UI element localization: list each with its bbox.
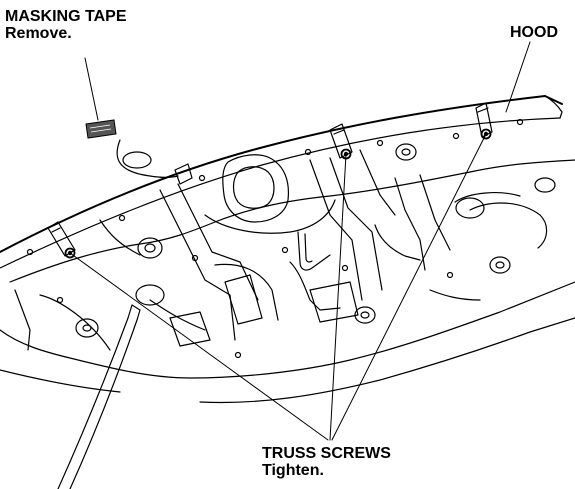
rib-11 — [454, 192, 521, 203]
pin-hole-2 — [198, 174, 206, 182]
rib-14 — [374, 224, 421, 261]
rib-8 — [39, 294, 111, 351]
hole-4 — [455, 197, 485, 219]
rib-2 — [177, 183, 259, 301]
pin-hole-10 — [341, 264, 349, 272]
rib-10 — [469, 202, 548, 249]
pocket-3 — [169, 311, 211, 347]
leader-screw-1 — [69, 252, 329, 441]
hood-edge-tip — [544, 95, 563, 119]
leader-hood — [505, 41, 531, 113]
bracket-center — [329, 123, 353, 159]
truss-screws-action: Tighten. — [262, 462, 324, 479]
masking-tape-hatch — [89, 124, 112, 133]
hole-3-inner — [401, 148, 411, 156]
hood-support-rod-tip — [127, 304, 141, 321]
rib-7 — [394, 177, 426, 271]
bracket-right — [475, 102, 493, 138]
pin-hole-4 — [376, 139, 384, 147]
rib-6 — [419, 174, 451, 251]
hole-2-inner — [144, 243, 156, 253]
rib-4 — [329, 157, 383, 291]
hole-8-inner — [360, 311, 370, 319]
truss-screw-1 — [64, 247, 76, 259]
pin-hole-3 — [304, 148, 312, 156]
pin-hole-9 — [281, 246, 289, 254]
hole-5 — [534, 177, 556, 193]
pin-hole-11 — [446, 271, 454, 279]
pin-hole-12 — [56, 296, 64, 304]
pin-hole-8 — [191, 254, 199, 262]
pin-hole-6 — [516, 118, 524, 126]
pin-hole-5 — [452, 132, 460, 140]
rib-5 — [359, 149, 396, 216]
pin-hole-13 — [234, 351, 242, 359]
hole-1 — [122, 151, 152, 169]
bracket-left — [47, 221, 76, 257]
pin-hole-1 — [118, 214, 126, 222]
hood-inner-edge — [0, 117, 561, 269]
rib-9 — [14, 289, 31, 351]
truss-screw-3 — [480, 128, 492, 140]
hole-8 — [354, 306, 376, 324]
hood-callout: HOOD — [510, 24, 558, 41]
masking-tape-action: Remove. — [5, 25, 72, 42]
pocket-2 — [309, 281, 359, 323]
inner-frame-bottom — [0, 317, 575, 404]
hole-2 — [137, 237, 163, 259]
pocket-1 — [224, 274, 263, 325]
hole-9-inner — [495, 261, 505, 269]
hole-3 — [395, 143, 417, 161]
hole-9 — [489, 256, 511, 274]
leader-masking-tape — [84, 57, 99, 121]
hood-outer-edge — [0, 95, 563, 253]
tape-leader-loop — [116, 139, 179, 179]
masking-tape-callout: MASKING TAPE Remove. — [5, 8, 126, 42]
rib-15 — [99, 219, 141, 256]
rib-3 — [309, 159, 363, 301]
center-hook — [297, 231, 331, 271]
masking-tape-title: MASKING TAPE — [5, 8, 127, 25]
center-raised-panel — [222, 154, 290, 223]
rib-17 — [429, 289, 481, 301]
center-panel-base — [204, 199, 336, 234]
inner-frame-lower-edge — [0, 281, 575, 379]
rib-1 — [159, 189, 236, 341]
inner-frame-upper — [9, 159, 575, 283]
hole-7 — [75, 318, 99, 338]
masking-tape-piece — [85, 119, 117, 139]
center-hook-inner — [304, 233, 313, 263]
center-panel-inner — [232, 166, 275, 209]
rib-16 — [149, 299, 206, 331]
leader-screw-3 — [331, 133, 487, 441]
pin-hole-7 — [26, 248, 34, 256]
hole-7-inner — [82, 324, 92, 332]
truss-screws-title: TRUSS SCREWS — [262, 445, 391, 462]
hood-support-rod — [57, 317, 138, 489]
hole-6 — [135, 284, 165, 306]
truss-screws-callout: TRUSS SCREWS Tighten. — [262, 445, 391, 479]
rib-12 — [214, 263, 279, 321]
bracket-center-left — [174, 163, 193, 185]
leader-screw-2 — [329, 153, 347, 441]
rib-13 — [289, 261, 341, 311]
